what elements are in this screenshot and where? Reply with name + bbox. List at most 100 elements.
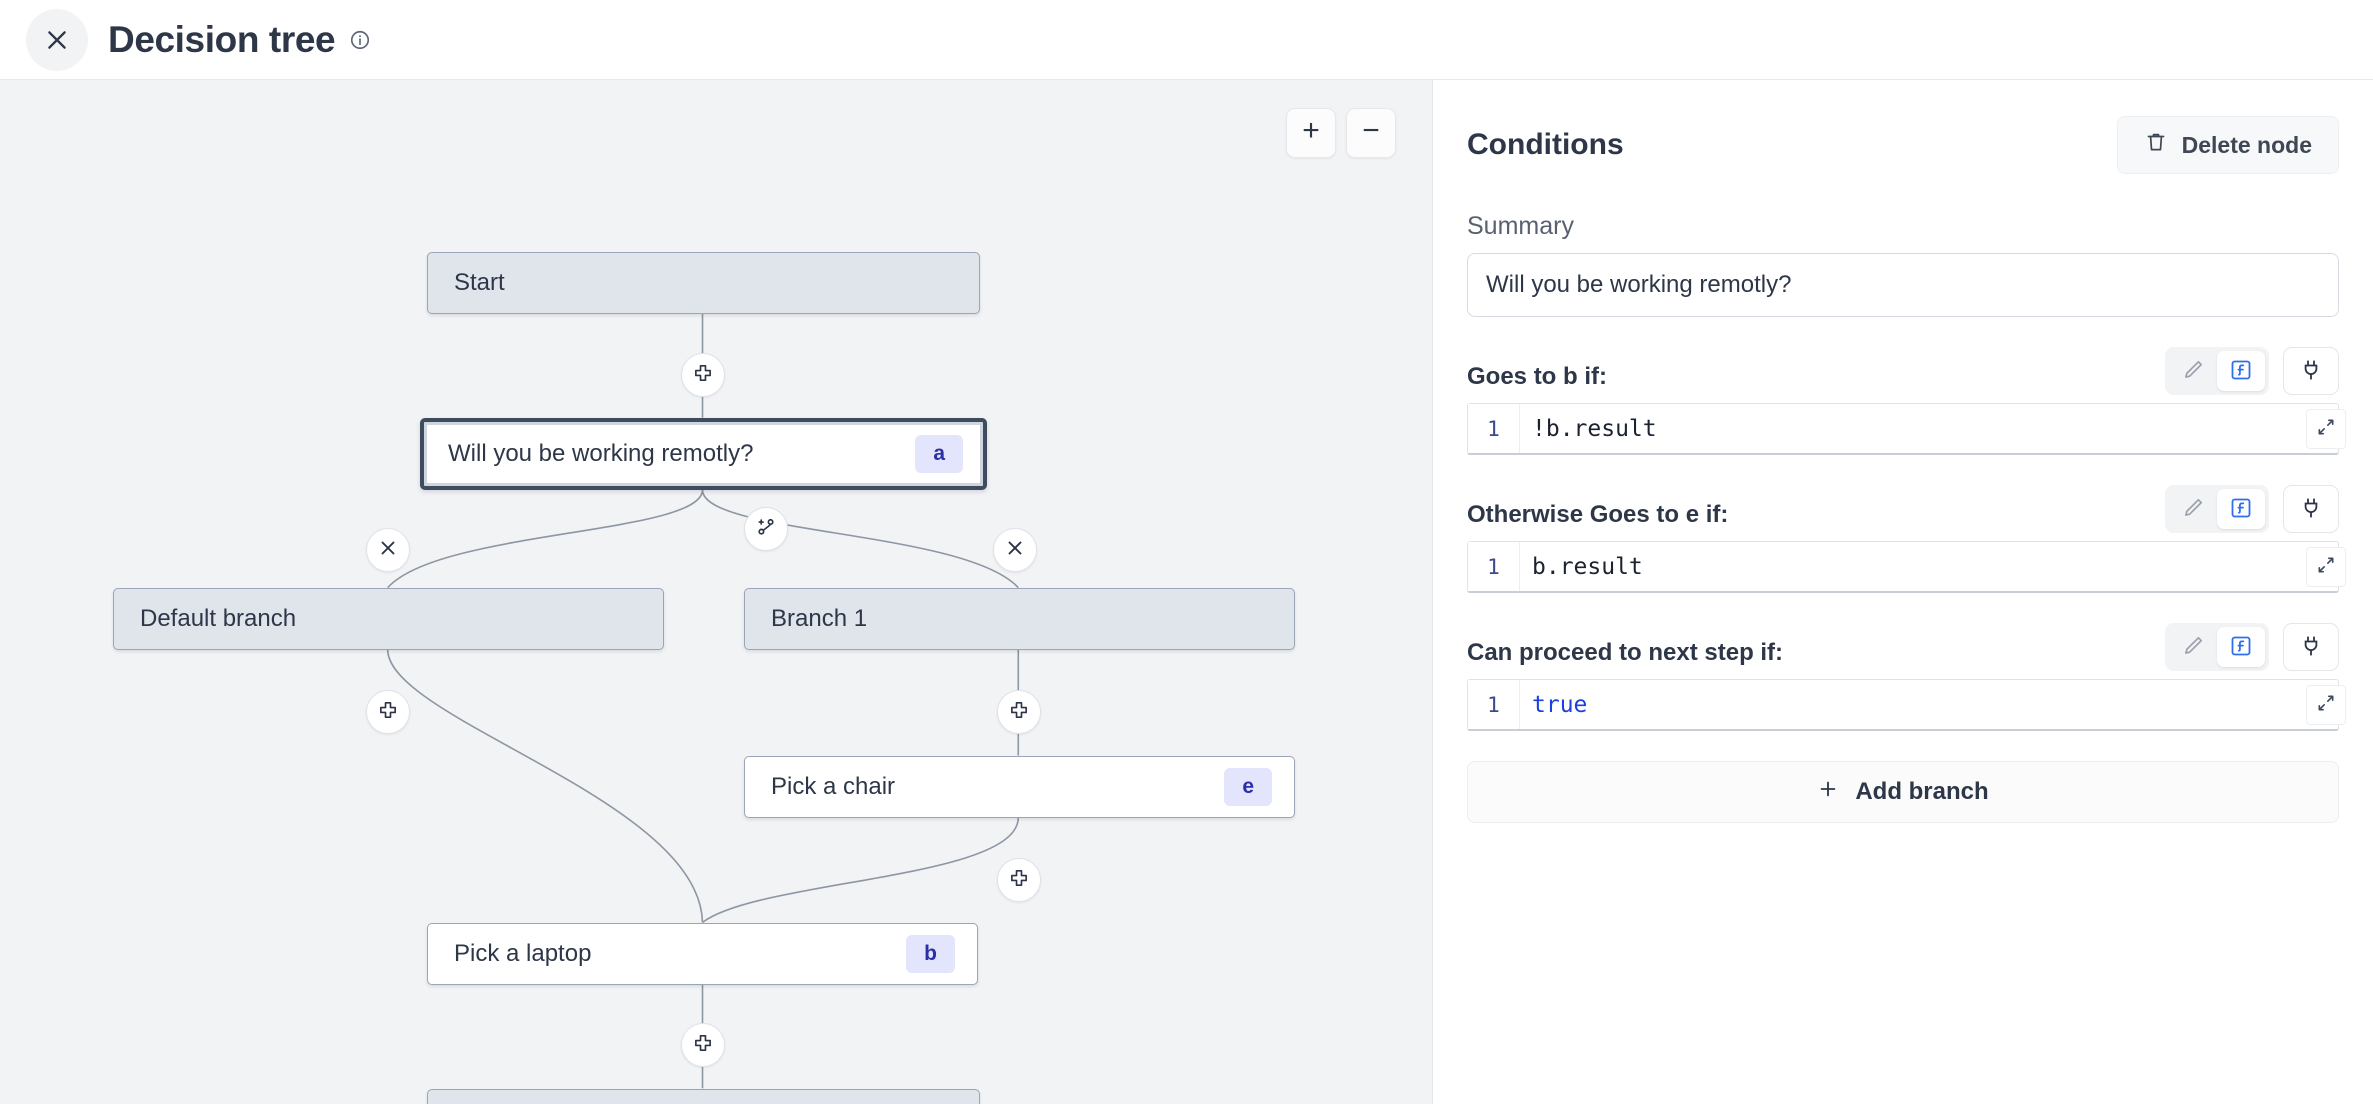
function-mode-button[interactable] xyxy=(2217,351,2265,391)
flow-node-b1[interactable]: Branch 1 xyxy=(744,588,1295,650)
flow-node-label: Branch 1 xyxy=(771,605,868,632)
expand-editor-button[interactable] xyxy=(2306,408,2346,449)
h-branch1-next[interactable] xyxy=(997,690,1041,734)
condition-tools xyxy=(2165,347,2339,395)
code-line-number: 1 xyxy=(1468,404,1520,453)
connect-variable-button[interactable] xyxy=(2283,485,2339,533)
connect-variable-button[interactable] xyxy=(2283,623,2339,671)
code-editor-row[interactable]: 1 b.result xyxy=(1467,541,2346,593)
flow-node-label: Start xyxy=(454,269,505,296)
plug-icon xyxy=(2299,358,2323,385)
conditions-panel: Conditions Delete node Summary Goes to b… xyxy=(1433,80,2373,1104)
code-editor-row[interactable]: 1 true xyxy=(1467,679,2346,731)
plus-icon xyxy=(1817,778,1839,807)
plug-icon xyxy=(2299,496,2323,523)
code-editor-text[interactable]: true xyxy=(1532,691,1588,718)
flow-node-badge: a xyxy=(915,435,963,473)
zoom-out-button[interactable]: − xyxy=(1346,108,1396,158)
condition-block: Can proceed to next step if: 1 true xyxy=(1467,623,2346,731)
panel-title: Conditions xyxy=(1467,128,1624,161)
flow-node-a[interactable]: Will you be working remotly? a xyxy=(420,418,987,490)
app-body: + − xyxy=(0,80,2373,1104)
app-header: Decision tree xyxy=(0,0,2373,80)
close-button[interactable] xyxy=(26,8,88,71)
info-icon[interactable] xyxy=(349,29,371,51)
pencil-mode-button[interactable] xyxy=(2169,489,2217,529)
condition-header: Can proceed to next step if: xyxy=(1467,623,2339,671)
pencil-mode-button[interactable] xyxy=(2169,351,2217,391)
flow-node-badge: b xyxy=(906,935,955,973)
code-editor-text[interactable]: b.result xyxy=(1532,553,1643,580)
code-editor-text[interactable]: !b.result xyxy=(1532,415,1657,442)
h-branch-add[interactable] xyxy=(744,507,788,551)
function-icon xyxy=(2229,358,2253,385)
pencil-icon xyxy=(2181,634,2205,661)
expand-icon xyxy=(2316,555,2336,578)
zoom-in-icon: + xyxy=(1302,114,1320,147)
delete-node-button[interactable]: Delete node xyxy=(2116,116,2339,174)
plus-icon xyxy=(1008,699,1030,726)
h-del-branch1[interactable] xyxy=(993,528,1037,572)
condition-label: Otherwise Goes to e if: xyxy=(1467,501,1729,528)
h-laptop-end[interactable] xyxy=(681,1023,725,1067)
function-mode-button[interactable] xyxy=(2217,627,2265,667)
function-mode-button[interactable] xyxy=(2217,489,2265,529)
expand-editor-button[interactable] xyxy=(2306,684,2346,725)
plus-icon xyxy=(377,699,399,726)
page-title: Decision tree xyxy=(108,19,336,60)
trash-icon xyxy=(2144,130,2168,160)
flow-node-label: Default branch xyxy=(140,605,297,632)
summary-field: Summary xyxy=(1467,212,2339,317)
flow-node-label: Will you be working remotly? xyxy=(448,440,754,467)
condition-label: Can proceed to next step if: xyxy=(1467,639,1784,666)
h-del-default[interactable] xyxy=(366,528,410,572)
title-wrap: Decision tree xyxy=(108,21,371,58)
condition-label: Goes to b if: xyxy=(1467,363,1607,390)
h-start-a[interactable] xyxy=(681,353,725,397)
connect-variable-button[interactable] xyxy=(2283,347,2339,395)
expand-icon xyxy=(2316,693,2336,716)
h-default-next[interactable] xyxy=(366,690,410,734)
condition-tools xyxy=(2165,623,2339,671)
zoom-out-icon: − xyxy=(1362,114,1380,147)
flow-node-label: Pick a laptop xyxy=(454,940,592,967)
close-icon xyxy=(377,537,399,564)
flow-node-def[interactable]: Default branch xyxy=(113,588,664,650)
summary-label: Summary xyxy=(1467,212,1574,240)
flow-node-end[interactable]: End xyxy=(427,1089,980,1104)
condition-header: Otherwise Goes to e if: xyxy=(1467,485,2339,533)
flow-canvas[interactable]: + − xyxy=(0,80,1433,1104)
flow-node-start[interactable]: Start xyxy=(427,252,980,314)
condition-block: Goes to b if: 1 !b.result xyxy=(1467,347,2346,455)
add-branch-label: Add branch xyxy=(1855,778,1989,805)
panel-header: Conditions Delete node xyxy=(1467,116,2339,174)
editor-mode-toggle xyxy=(2165,485,2269,533)
editor-mode-toggle xyxy=(2165,623,2269,671)
plus-icon xyxy=(1008,867,1030,894)
condition-header: Goes to b if: xyxy=(1467,347,2339,395)
plus-icon xyxy=(692,1032,714,1059)
code-editor-row[interactable]: 1 !b.result xyxy=(1467,403,2346,455)
condition-block: Otherwise Goes to e if: 1 b.result xyxy=(1467,485,2346,593)
code-line-number: 1 xyxy=(1468,542,1520,591)
delete-node-label: Delete node xyxy=(2181,131,2312,158)
pencil-mode-button[interactable] xyxy=(2169,627,2217,667)
flow-node-laptop[interactable]: Pick a laptop b xyxy=(427,923,978,985)
pencil-icon xyxy=(2181,358,2205,385)
zoom-in-button[interactable]: + xyxy=(1286,108,1336,158)
flow-node-label: Pick a chair xyxy=(771,773,896,800)
plug-icon xyxy=(2299,634,2323,661)
expand-icon xyxy=(2316,417,2336,440)
summary-input[interactable] xyxy=(1467,253,2339,317)
add-branch-button[interactable]: Add branch xyxy=(1467,761,2339,823)
expand-editor-button[interactable] xyxy=(2306,546,2346,587)
function-icon xyxy=(2229,496,2253,523)
function-icon xyxy=(2229,634,2253,661)
close-icon xyxy=(44,27,70,53)
code-line-number: 1 xyxy=(1468,680,1520,729)
condition-tools xyxy=(2165,485,2339,533)
h-chair-next[interactable] xyxy=(997,858,1041,902)
